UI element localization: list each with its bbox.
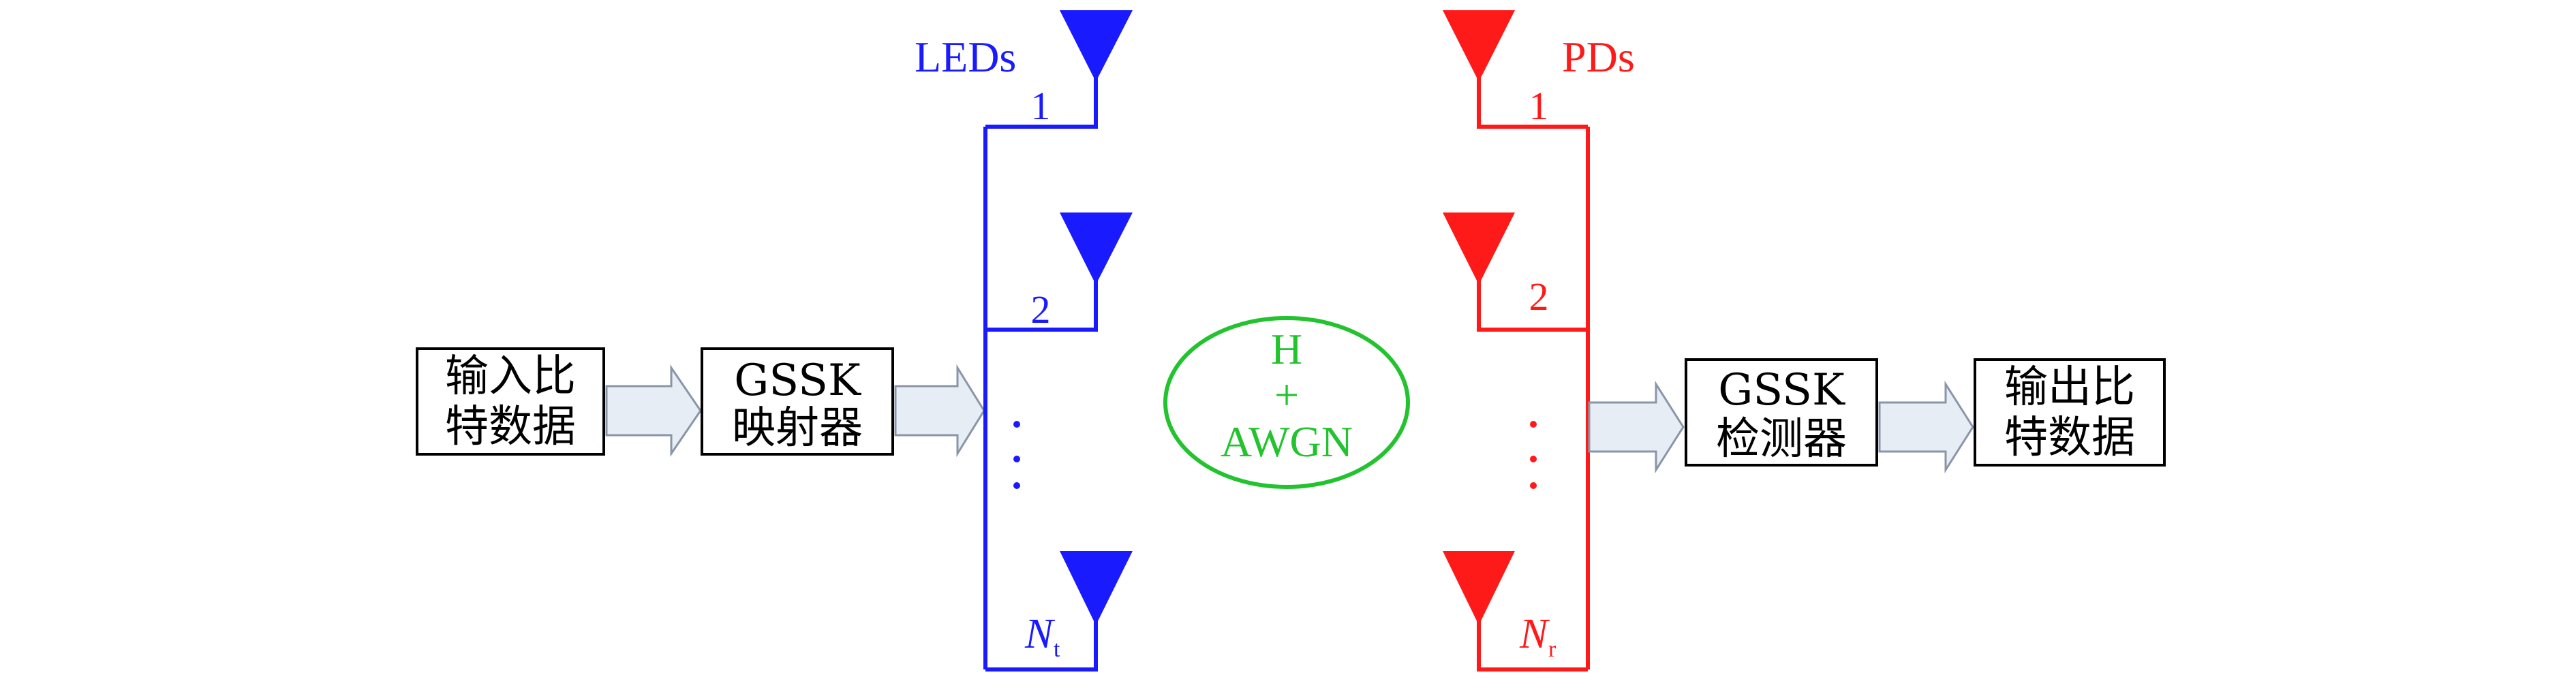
- arrow-detector-to-output: [1878, 380, 1974, 474]
- input-bits-line2: 特数据: [445, 402, 576, 452]
- led-triangle-2-icon: [1060, 212, 1133, 285]
- led-antenna-nt: N t: [985, 551, 1133, 672]
- pd-label-nr-main: N: [1519, 611, 1550, 657]
- pd-label-nr-sub: r: [1548, 637, 1557, 662]
- channel-line2: +: [1274, 370, 1299, 419]
- pd-label-2: 2: [1529, 274, 1549, 319]
- pd-triangle-2-icon: [1443, 212, 1515, 285]
- arrow-pds-to-detector: [1588, 380, 1685, 474]
- gssk-mapper-line1: GSSK: [734, 356, 861, 406]
- pd-ellipsis: [1530, 421, 1537, 489]
- led-ellipsis: [1013, 421, 1020, 489]
- led-label-nt-main: N: [1024, 611, 1056, 657]
- led-label-1: 1: [1031, 84, 1051, 128]
- pds-title: PDs: [1562, 33, 1635, 81]
- leds-title: LEDs: [915, 33, 1016, 81]
- pd-label-1: 1: [1529, 84, 1549, 128]
- led-triangle-1-icon: [1060, 10, 1133, 82]
- pd-triangle-nr-icon: [1443, 551, 1515, 625]
- gssk-detector-line1: GSSK: [1718, 365, 1845, 415]
- input-bits-block: 输入比 特数据: [416, 347, 605, 456]
- pd-triangle-1-icon: [1443, 10, 1515, 82]
- input-bits-box: [416, 347, 605, 456]
- gssk-mapper-block: GSSK 映射器: [701, 347, 894, 456]
- gssk-detector-line2: 检测器: [1716, 414, 1847, 464]
- output-bits-block: 输出比 特数据: [1974, 358, 2166, 467]
- gssk-mapper-line2: 映射器: [732, 403, 863, 454]
- pd-array: PDs 1 2 N r: [1443, 10, 1635, 672]
- gssk-detector-block: GSSK 检测器: [1685, 358, 1878, 467]
- input-bits-line1: 输入比: [445, 351, 576, 402]
- channel-ellipse: [1163, 316, 1410, 489]
- led-array: LEDs 1 2 N t: [915, 10, 1133, 672]
- led-label-2: 2: [1031, 287, 1051, 332]
- led-antenna-2: 2: [985, 212, 1133, 332]
- pd-antenna-2: 2: [1443, 212, 1588, 332]
- output-bits-line1: 输出比: [2004, 362, 2135, 413]
- pd-antenna-1: 1: [1443, 10, 1588, 129]
- gssk-detector-box: [1685, 358, 1878, 467]
- channel-line3: AWGN: [1221, 417, 1353, 466]
- gssk-mapper-box: [701, 347, 894, 456]
- arrow-mapper-to-leds: [894, 364, 985, 458]
- output-bits-box: [1974, 358, 2166, 467]
- arrow-input-to-mapper: [605, 364, 702, 457]
- led-antenna-1: 1: [985, 10, 1133, 129]
- channel-line1: H: [1271, 325, 1302, 373]
- pd-antenna-nr: N r: [1443, 551, 1588, 672]
- led-triangle-nt-icon: [1060, 551, 1133, 625]
- channel-block: H + AWGN: [1163, 316, 1410, 489]
- led-label-nt-sub: t: [1054, 637, 1060, 662]
- output-bits-line2: 特数据: [2004, 413, 2135, 463]
